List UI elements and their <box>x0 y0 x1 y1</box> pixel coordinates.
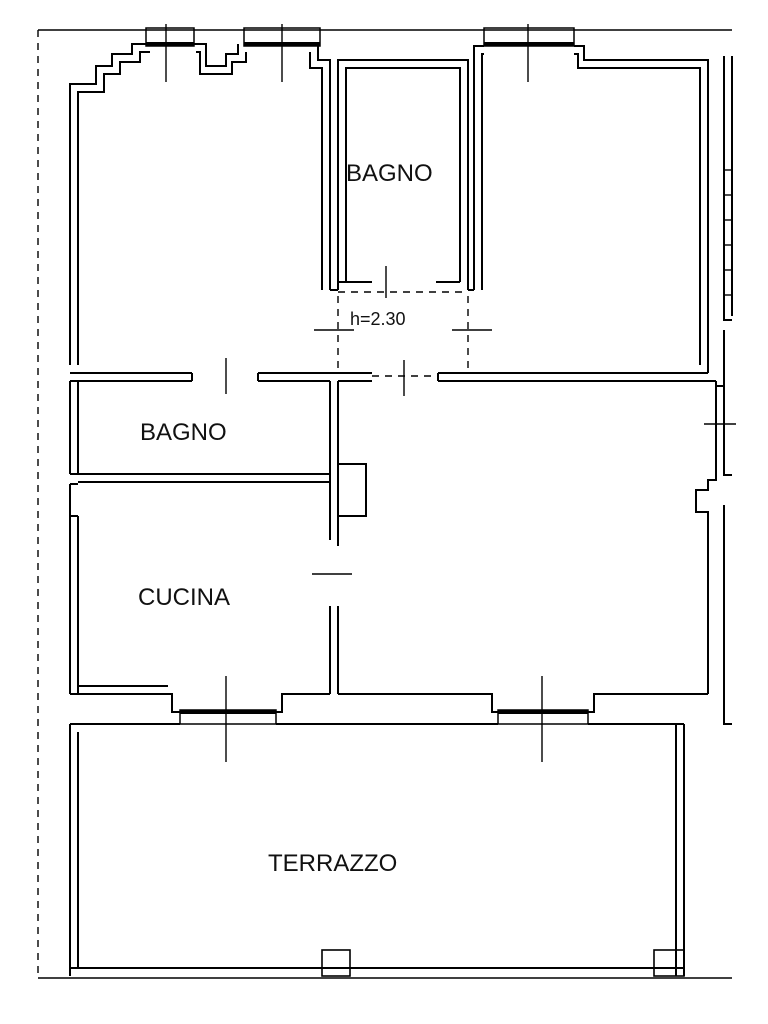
property-boundary <box>37 29 732 979</box>
bottom-window-1 <box>179 676 277 762</box>
kitchen-walls <box>69 463 367 713</box>
room-label-bathroom-top: BAGNO <box>346 160 433 187</box>
room-label-terrace: TERRAZZO <box>268 850 397 877</box>
room-label-kitchen: CUCINA <box>138 584 230 611</box>
top-window-3 <box>483 24 575 82</box>
ceiling-height-note: h=2.30 <box>350 309 406 329</box>
right-neighbour-walls <box>695 56 736 725</box>
hallway-doors <box>225 296 492 396</box>
top-window-1 <box>145 24 195 82</box>
bathroom-top-walls <box>337 59 474 298</box>
bathroom-left-walls <box>69 381 339 546</box>
living-room-bottom-walls <box>338 693 708 713</box>
bottom-window-2 <box>497 676 589 762</box>
top-window-2 <box>243 24 321 82</box>
terrace-walls <box>69 723 685 977</box>
bedroom-left-walls <box>69 43 338 382</box>
room-label-bathroom-left: BAGNO <box>140 419 227 446</box>
bedroom-right-walls <box>437 45 716 382</box>
